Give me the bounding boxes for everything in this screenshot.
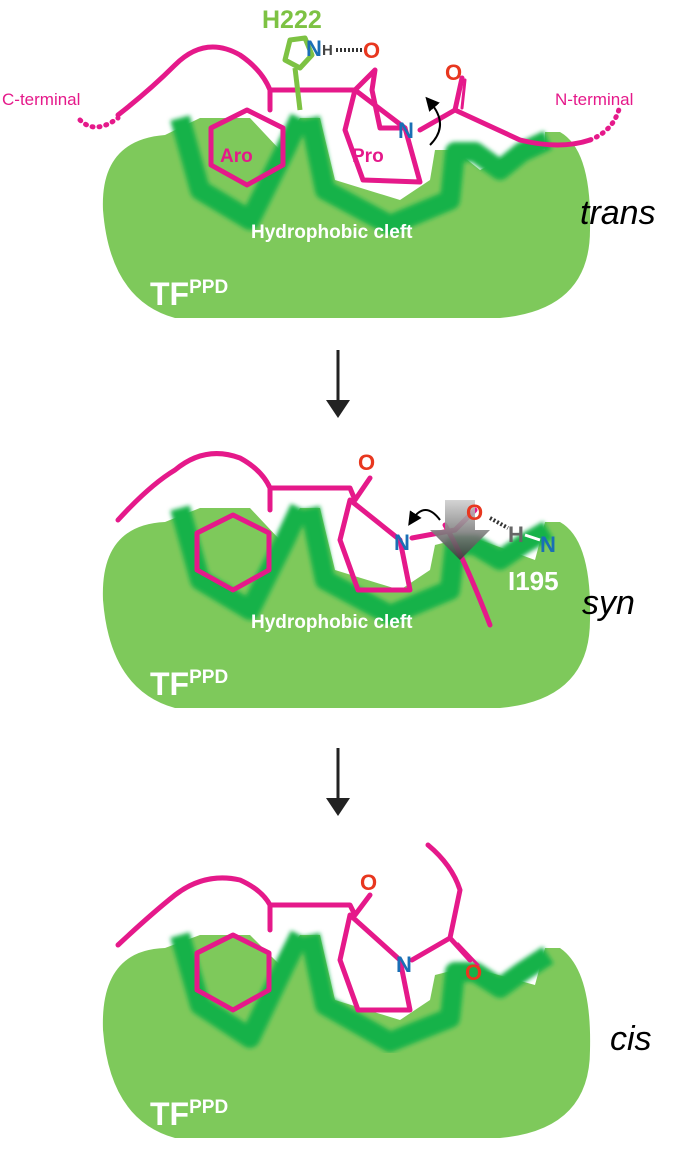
cleft-label: Hydrophobic cleft: [251, 612, 413, 633]
oxygen-2: O: [466, 500, 483, 525]
his-n-atom: N: [306, 36, 322, 61]
peptide-chain: [115, 44, 593, 188]
oxygen-1: O: [360, 870, 377, 895]
state-label-trans: trans: [580, 194, 656, 232]
pro-label: Pro: [352, 146, 384, 167]
tf-domain-label: TFPPD: [150, 1096, 228, 1132]
oxygen-2: O: [445, 60, 462, 85]
n-terminal-label: N-terminal: [555, 90, 633, 109]
pro-n-atom: N: [394, 530, 410, 555]
histidine-ring: [282, 35, 315, 111]
rotation-arrow: [425, 96, 441, 146]
cleft-groove: [170, 930, 554, 1052]
push-arrow: [430, 500, 490, 560]
dotted-n-terminal: [587, 102, 623, 143]
pro-n-atom: N: [398, 118, 414, 143]
tf-domain-label: TFPPD: [150, 666, 228, 702]
ile-n-atom: N: [540, 532, 556, 557]
pro-n-atom: N: [396, 952, 412, 977]
tf-domain-body: [102, 508, 591, 708]
cleft-groove: [170, 113, 553, 235]
tf-domain-body: [102, 118, 591, 318]
aro-label: Aro: [220, 146, 253, 167]
tf-domain-label: TFPPD: [150, 276, 228, 312]
oxygen-1: O: [358, 450, 375, 475]
state-label-syn: syn: [582, 584, 635, 622]
cleft-label: Hydrophobic cleft: [251, 222, 413, 243]
oxygen-1: O: [363, 38, 380, 63]
ile-label: I195: [508, 566, 559, 596]
hbond-ile: [489, 516, 509, 530]
peptide-chain: [115, 842, 480, 1013]
oxygen-2: O: [465, 960, 482, 985]
step-arrow-1: [326, 350, 350, 418]
panel-trans: Hydrophobic cleft TFPPD C-terminal N-ter…: [2, 6, 656, 318]
his-label: H222: [262, 6, 322, 34]
panel-syn: Hydrophobic cleft TFPPD O O N H N I195 s…: [102, 450, 635, 708]
tf-domain-body: [102, 935, 591, 1138]
his-h-atom: H: [322, 42, 333, 59]
state-label-cis: cis: [610, 1020, 652, 1058]
rotation-arrow: [408, 509, 441, 526]
ile-h-atom: H: [508, 522, 524, 547]
step-arrow-2: [326, 748, 350, 816]
ile-nh-bond: [524, 533, 541, 542]
c-terminal-label: C-terminal: [2, 90, 80, 109]
panel-cis: TFPPD O O N cis: [102, 842, 652, 1138]
dotted-c-terminal: [77, 115, 121, 130]
